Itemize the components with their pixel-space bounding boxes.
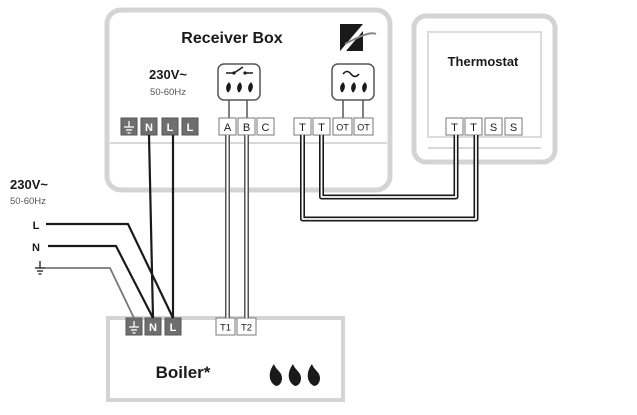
wire-t-loop-outer-core [301,135,477,220]
svg-text:N: N [145,122,153,134]
wires [45,134,479,319]
svg-text:T: T [470,122,477,134]
receiver-frequency: 50-60Hz [150,87,186,98]
thermostat-terminal-t2: T [464,117,483,136]
svg-text:T: T [299,122,306,134]
wire-earth [45,267,135,319]
boiler-flame-icon [269,364,320,386]
mains-neutral-label: N [32,242,40,254]
wire-t-loop-inner-core [320,135,457,198]
receiver-terminal-l2: L [181,117,199,136]
boiler-terminal-l: L [164,317,182,336]
boiler-title: Boiler* [156,363,211,382]
mains-supply: 230V~ 50-60Hz L N [10,177,48,275]
receiver-terminal-ot1: OT [332,117,353,136]
svg-text:S: S [510,122,517,134]
wire-mains-live [46,222,174,319]
svg-text:A: A [224,122,232,134]
boiler-terminal-n: N [144,317,162,336]
svg-text:T1: T1 [220,323,231,334]
mains-live-label: L [33,220,40,232]
receiver-terminal-c: C [256,117,275,136]
svg-text:L: L [167,122,174,134]
svg-text:T2: T2 [241,323,252,334]
receiver-terminal-earth [120,117,138,136]
receiver-terminal-ot2: OT [353,117,374,136]
boiler-terminal-t2: T2 [236,317,257,336]
thermostat-terminal-t1: T [445,117,464,136]
receiver-title: Receiver Box [181,30,282,47]
receiver-voltage: 230V~ [149,67,187,82]
receiver-terminal-t1: T [293,117,312,136]
thermostat-terminal-s1: S [484,117,503,136]
boiler-box: Boiler* N L T1 T2 [106,316,345,402]
opentherm-icon [331,63,375,118]
relay-switch-icon [217,63,261,118]
receiver-terminal-n: N [140,117,158,136]
thermostat-terminal-s2: S [504,117,523,136]
svg-text:L: L [170,322,177,334]
svg-text:L: L [187,122,194,134]
svg-text:C: C [262,122,270,134]
svg-text:N: N [149,322,157,334]
boiler-terminal-t1: T1 [215,317,236,336]
svg-text:S: S [490,122,497,134]
receiver-logo-icon [340,24,377,51]
boiler-terminal-earth [125,317,143,336]
wire-receiver-n-boiler-n [147,134,155,319]
mains-frequency: 50-60Hz [10,196,46,207]
receiver-terminal-l1: L [161,117,179,136]
receiver-terminal-b: B [237,117,256,136]
svg-text:T: T [318,122,325,134]
receiver-terminal-t2: T [312,117,331,136]
mains-earth-icon [35,261,45,275]
svg-text:B: B [243,122,250,134]
mains-voltage: 230V~ [10,177,48,192]
receiver-terminal-a: A [218,117,237,136]
wire-mains-neutral [48,244,154,319]
thermostat-title: Thermostat [448,54,519,69]
svg-text:T: T [451,122,458,134]
svg-text:OT: OT [336,123,349,133]
thermostat-box: Thermostat T T S S [411,13,558,165]
svg-text:OT: OT [357,123,370,133]
